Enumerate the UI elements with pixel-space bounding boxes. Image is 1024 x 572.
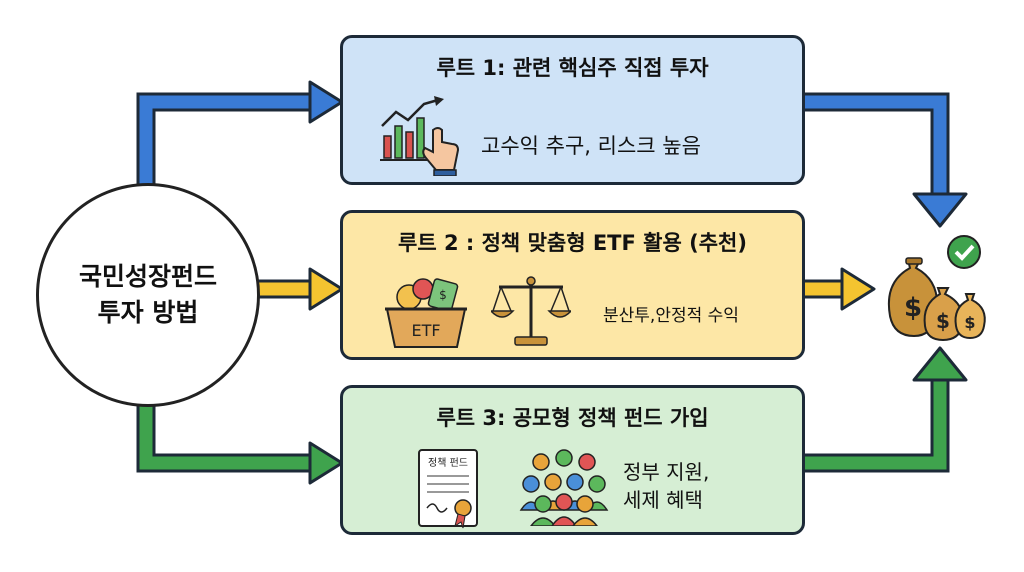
yellow-arrow-to-goal [805, 267, 876, 311]
route3-box: 루트 3: 공모형 정책 펀드 가입 정책 펀드 정부 지원, 세제 혜택 [340, 385, 805, 535]
route1-title: 루트 1: 관련 핵심주 직접 투자 [436, 56, 709, 80]
yellow-arrow-to-route2 [258, 267, 344, 311]
route2-box: 루트 2 : 정책 맞춤형 ETF 활용 (추천) $ ETF 분산투,안정적 … [340, 210, 805, 360]
green-arrow-to-route3 [136, 405, 344, 485]
balance-scale-icon [491, 276, 571, 346]
start-title-line1: 국민성장펀드 [78, 262, 217, 291]
route3-description: 정부 지원, 세제 혜택 [623, 458, 709, 514]
route3-description-line2: 세제 혜택 [623, 488, 703, 512]
blue-arrow-to-goal [805, 92, 968, 228]
growth-chart-hand-icon [380, 96, 460, 176]
svg-text:$: $ [439, 288, 447, 302]
route3-title: 루트 3: 공모형 정책 펀드 가입 [436, 406, 709, 430]
route1-description: 고수익 추구, 리스크 높음 [481, 134, 701, 158]
etf-basket-icon: $ ETF [385, 278, 467, 348]
route2-title: 루트 2 : 정책 맞춤형 ETF 활용 (추천) [398, 231, 747, 255]
green-arrow-to-goal [805, 346, 968, 473]
money-bags-check-icon: $ $ $ [888, 235, 986, 342]
policy-document-icon: 정책 펀드 [418, 449, 478, 529]
route1-box: 루트 1: 관련 핵심주 직접 투자 고수익 추구, 리스크 높음 [340, 35, 805, 185]
people-group-icon [519, 449, 609, 526]
svg-text:$: $ [904, 293, 922, 323]
svg-text:$: $ [936, 309, 950, 333]
blue-arrow-to-route1 [136, 80, 344, 185]
start-title-line2: 투자 방법 [97, 298, 199, 327]
policy-document-label: 정책 펀드 [428, 457, 468, 469]
etf-basket-label: ETF [411, 321, 440, 340]
svg-text:$: $ [964, 313, 975, 332]
route3-description-line1: 정부 지원, [623, 460, 710, 484]
route2-description: 분산투,안정적 수익 [603, 306, 739, 326]
start-circle: 국민성장펀드 투자 방법 [36, 183, 260, 407]
